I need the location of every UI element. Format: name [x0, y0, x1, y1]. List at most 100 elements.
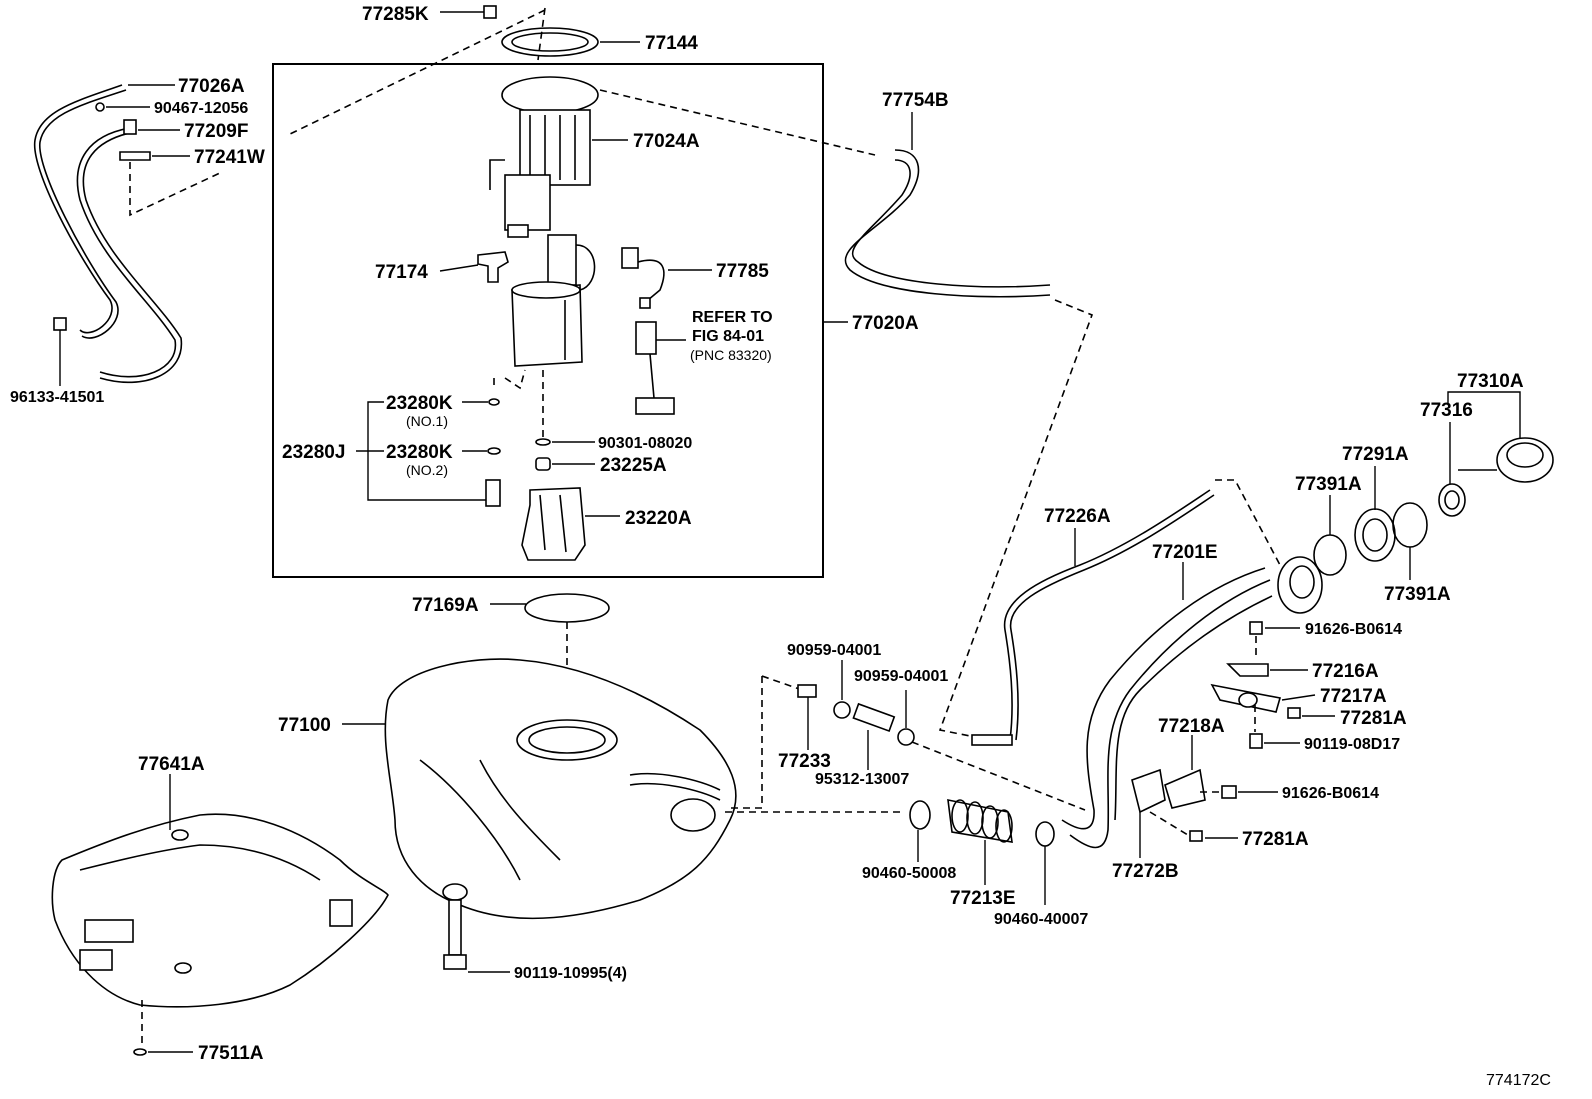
part-90301-08020	[535, 438, 595, 446]
label-77281A-1[interactable]: 77281A	[1340, 708, 1407, 729]
part-77213E-hose	[947, 798, 1013, 885]
refer-line2: FIG 84-01	[692, 328, 764, 345]
label-77511A[interactable]: 77511A	[198, 1043, 264, 1064]
part-77285K-clip	[440, 5, 497, 19]
label-23280K-2[interactable]: 23280K	[386, 442, 453, 463]
label-91626-B0614-1[interactable]: 91626-B0614	[1305, 621, 1402, 638]
part-96133-41501	[53, 317, 67, 386]
part-23225A	[535, 457, 595, 471]
part-90959-04001-a	[833, 660, 851, 719]
label-77226A[interactable]: 77226A	[1044, 506, 1111, 527]
part-90959-04001-b	[897, 690, 915, 746]
label-77785[interactable]: 77785	[716, 261, 769, 282]
part-90460-50008-clamp	[909, 800, 931, 862]
part-90460-40007-clamp	[1035, 821, 1055, 905]
label-77391A-2[interactable]: 77391A	[1384, 584, 1451, 605]
label-77310A[interactable]: 77310A	[1457, 371, 1524, 392]
part-90467-12056	[95, 102, 150, 112]
label-77316[interactable]: 77316	[1420, 400, 1473, 421]
part-77272B-bracket	[1131, 768, 1166, 858]
label-77217A[interactable]: 77217A	[1320, 686, 1387, 707]
label-90119-08D17[interactable]: 90119-08D17	[1304, 736, 1400, 753]
label-90301-08020[interactable]: 90301-08020	[598, 435, 692, 452]
label-77281A-2[interactable]: 77281A	[1242, 829, 1309, 850]
label-77272B[interactable]: 77272B	[1112, 861, 1179, 882]
label-77100[interactable]: 77100	[278, 715, 331, 736]
label-77241W[interactable]: 77241W	[194, 147, 265, 168]
part-77024A-fuel-pump	[489, 76, 628, 238]
label-77391A-1[interactable]: 77391A	[1295, 474, 1362, 495]
refer-line3: (PNC 83320)	[690, 347, 772, 363]
label-23280J[interactable]: 23280J	[282, 442, 345, 463]
label-96133-41501[interactable]: 96133-41501	[10, 389, 104, 406]
part-77391A-gasket-2	[1392, 502, 1428, 580]
label-77209F[interactable]: 77209F	[184, 121, 248, 142]
label-90119-10995[interactable]: 90119-10995(4)	[514, 965, 627, 982]
label-77144[interactable]: 77144	[645, 33, 698, 54]
part-77641A-protector	[51, 774, 389, 1008]
part-77201E-filler-pipe	[1061, 556, 1323, 849]
label-77641A[interactable]: 77641A	[138, 754, 205, 775]
assembly-box	[272, 63, 824, 578]
label-23225A[interactable]: 23225A	[600, 455, 667, 476]
label-90959-04001-2[interactable]: 90959-04001	[854, 668, 948, 685]
label-no1: (NO.1)	[406, 413, 448, 429]
label-77285K[interactable]: 77285K	[362, 4, 429, 25]
part-pump-module	[511, 234, 596, 367]
label-77169A[interactable]: 77169A	[412, 595, 479, 616]
part-77241W	[119, 151, 190, 161]
part-77785-sender	[621, 247, 712, 309]
part-77174-bracket	[439, 251, 509, 283]
part-77217A-bracket	[1210, 683, 1316, 713]
part-91626-B0614-a	[1249, 621, 1300, 635]
label-77213E[interactable]: 77213E	[950, 888, 1016, 909]
part-77226A-breather	[971, 489, 1215, 746]
label-77026A[interactable]: 77026A	[178, 76, 245, 97]
label-77291A[interactable]: 77291A	[1342, 444, 1409, 465]
label-77201E[interactable]: 77201E	[1152, 542, 1218, 563]
part-77291A-ring	[1354, 466, 1396, 562]
part-91626-B0614-b	[1200, 785, 1278, 799]
part-23280J-valve	[485, 479, 501, 507]
diagram-id: 774172C	[1486, 1072, 1551, 1089]
part-90119-08D17-bolt	[1249, 705, 1300, 749]
part-sender-gauge	[635, 321, 686, 415]
part-77281A-clip-a	[1287, 707, 1335, 719]
part-77391A-gasket-1	[1313, 495, 1347, 576]
label-77174[interactable]: 77174	[375, 262, 428, 283]
part-77316-ring	[1438, 422, 1466, 517]
label-91626-B0614-2[interactable]: 91626-B0614	[1282, 785, 1379, 802]
part-77754B-hose	[844, 112, 1051, 298]
part-77026A-vapor-tube	[33, 84, 175, 339]
label-77024A[interactable]: 77024A	[633, 131, 700, 152]
label-77754B[interactable]: 77754B	[882, 90, 949, 111]
label-no2: (NO.2)	[406, 462, 448, 478]
part-90119-10995-bolt	[443, 899, 510, 973]
part-23220A-filter	[521, 487, 620, 561]
label-90467-12056[interactable]: 90467-12056	[154, 100, 248, 117]
part-95312-13007	[852, 702, 896, 770]
refer-line1: REFER TO	[692, 309, 773, 326]
part-77281A-clip-b	[1189, 830, 1238, 842]
part-77209F	[76, 119, 183, 384]
part-77144-ring	[501, 27, 640, 57]
label-77233[interactable]: 77233	[778, 751, 831, 772]
part-77511A	[133, 1048, 193, 1056]
part-23280K-no1	[462, 398, 500, 406]
label-box-77020A[interactable]: 77020A	[852, 313, 919, 334]
part-77100-fuel-tank	[342, 658, 737, 920]
label-77216A[interactable]: 77216A	[1312, 661, 1379, 682]
part-77233	[797, 684, 817, 750]
part-23280K-no2	[462, 447, 501, 455]
part-77216A-bracket	[1226, 663, 1308, 677]
label-77218A[interactable]: 77218A	[1158, 716, 1225, 737]
label-95312-13007[interactable]: 95312-13007	[815, 771, 909, 788]
label-23220A[interactable]: 23220A	[625, 508, 692, 529]
label-90460-40007[interactable]: 90460-40007	[994, 911, 1088, 928]
label-90460-50008[interactable]: 90460-50008	[862, 865, 956, 882]
part-77218A-bracket	[1164, 735, 1206, 809]
part-77310A-cap	[1447, 391, 1554, 483]
label-90959-04001-1[interactable]: 90959-04001	[787, 642, 881, 659]
label-23280K-1[interactable]: 23280K	[386, 393, 453, 414]
